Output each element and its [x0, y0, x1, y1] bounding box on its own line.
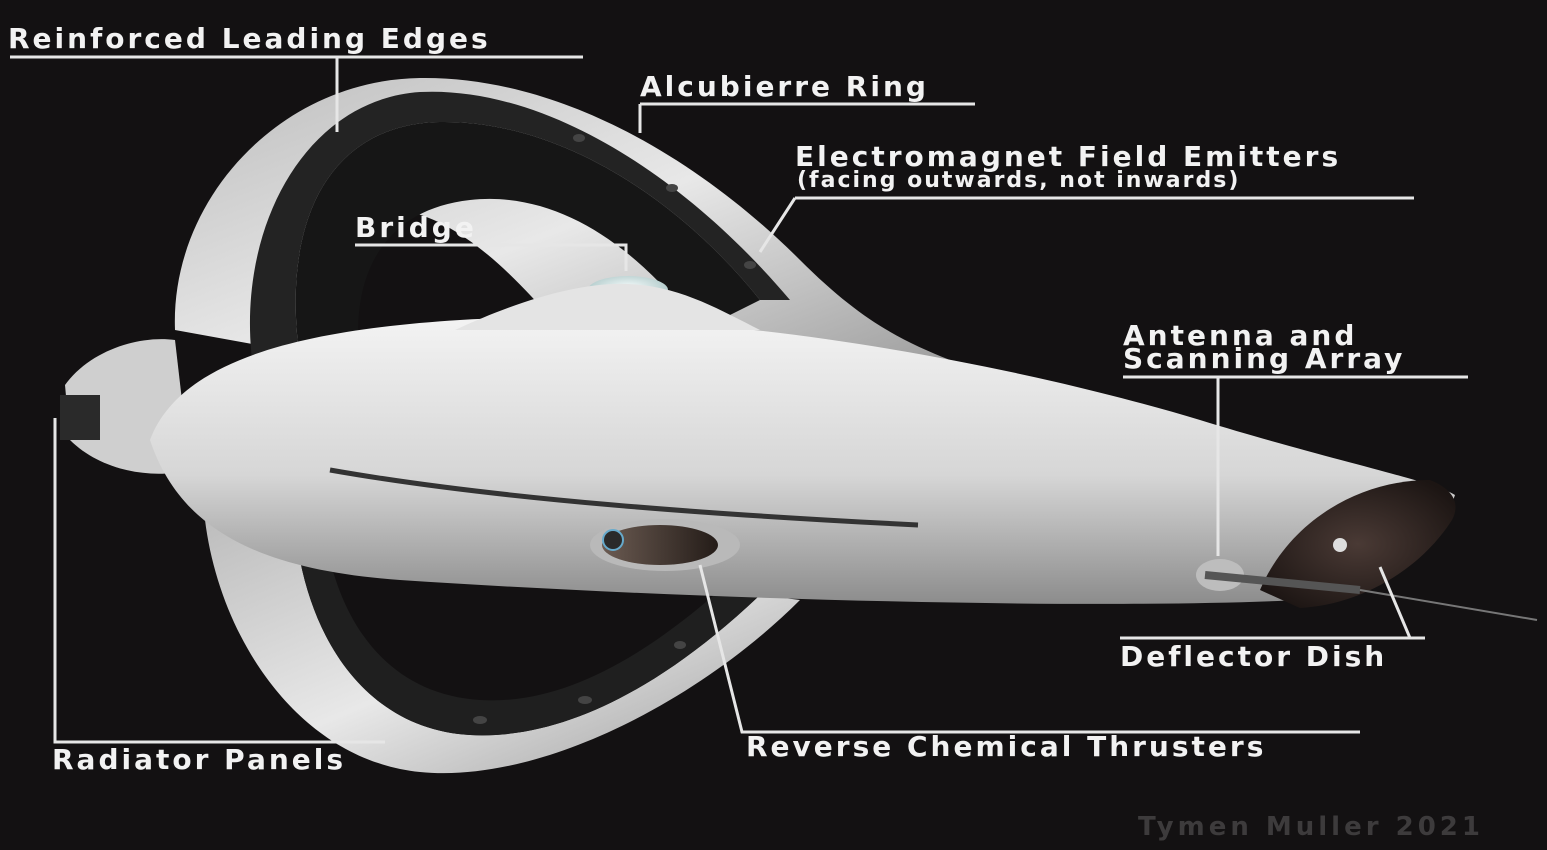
- radiator-panel: [60, 395, 100, 440]
- alcubierre-ring-lower: [205, 520, 800, 774]
- thruster-nozzle: [602, 529, 624, 551]
- hull-seam: [329, 467, 919, 528]
- label-reverse-chemical-thrusters: Reverse Chemical Thrusters: [746, 730, 1267, 763]
- main-hull: [150, 317, 1455, 604]
- label-antenna-line1: Antenna and: [1123, 319, 1358, 352]
- label-deflector-dish: Deflector Dish: [1120, 640, 1388, 673]
- author-credit: Tymen Muller 2021: [1138, 812, 1484, 842]
- reverse-thruster: [602, 525, 718, 565]
- label-alcubierre-ring: Alcubierre Ring: [640, 70, 929, 103]
- label-electromagnet-note: (facing outwards, not inwards): [797, 168, 1241, 193]
- deflector-dish: [1260, 480, 1456, 608]
- ring-lower-band: [300, 560, 760, 736]
- bridge-hump: [455, 283, 760, 330]
- dish-center: [1333, 538, 1347, 552]
- ring-interior: [295, 121, 760, 360]
- label-radiator-panels: Radiator Panels: [52, 743, 347, 776]
- field-emitters: [473, 134, 756, 724]
- label-electromagnet-field-emitters: Electromagnet Field Emitters: [795, 140, 1342, 173]
- antenna-needle: [1359, 589, 1538, 621]
- label-reinforced-leading-edges: Reinforced Leading Edges: [8, 22, 491, 55]
- leader-lines: [10, 55, 1468, 744]
- label-antenna-line2: Scanning Array: [1123, 342, 1406, 375]
- antenna-rod: [1204, 571, 1361, 594]
- label-bridge: Bridge: [355, 211, 477, 244]
